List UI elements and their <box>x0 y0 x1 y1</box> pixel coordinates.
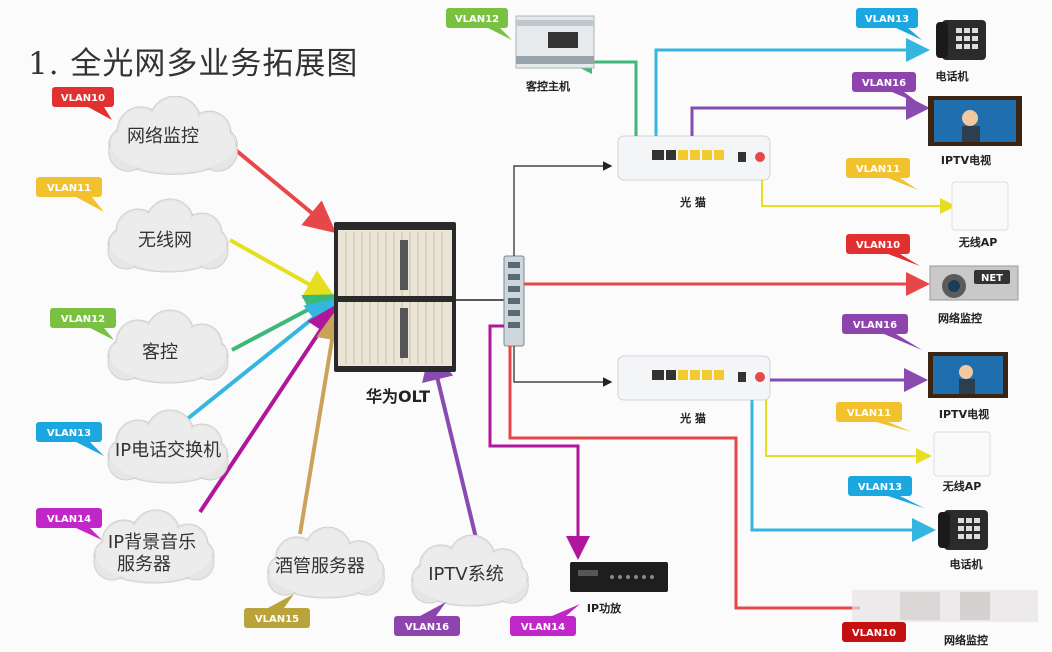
tag-label: VLAN10 <box>852 628 896 639</box>
left-arrows <box>184 145 478 539</box>
cloud-hotel-server: 酒管服务器 <box>267 526 385 599</box>
camera-badge: NET <box>981 273 1003 284</box>
tag-vlan11-ap-1: VLAN11 <box>846 158 918 190</box>
optical-modem-1-icon: 光 猫 <box>617 135 771 209</box>
phone-icon: 电话机 <box>938 510 988 571</box>
tag-label: VLAN13 <box>865 14 909 25</box>
ip-amp-icon: IP功放 <box>570 562 668 615</box>
cloud-label: 网络监控 <box>127 126 199 147</box>
tag-vlan13-phone-2: VLAN13 <box>848 476 924 508</box>
cloud-network-monitor: 网络监控 <box>108 96 238 175</box>
arrow-to-ip-amp <box>488 324 590 560</box>
cloud-label: 酒管服务器 <box>275 556 365 577</box>
control-host-icon: 客控主机 <box>515 15 595 93</box>
cloud-room-control: 客控 <box>107 309 229 384</box>
splitter-icon <box>503 255 525 347</box>
device-label: IPTV电视 <box>941 153 991 167</box>
modem-label: 光 猫 <box>679 195 706 209</box>
tag-vlan16-tv-2: VLAN16 <box>842 314 922 350</box>
device-label: 客控主机 <box>525 79 570 93</box>
optical-modem-2-icon: 光 猫 <box>617 355 771 425</box>
device-label: 无线AP <box>958 235 998 249</box>
device-label: IPTV电视 <box>939 407 989 421</box>
tv-icon: IPTV电视 <box>928 96 1022 167</box>
tag-label: VLAN11 <box>856 164 900 175</box>
arrow-to-phone-1 <box>654 38 930 136</box>
camera-icon: NET 网络监控 <box>929 265 1019 325</box>
tag-vlan10-camera-2: VLAN10 <box>842 622 906 642</box>
tag-label: VLAN13 <box>47 428 91 439</box>
arrow-to-ap-2 <box>765 400 932 464</box>
tag-vlan16-tv-1: VLAN16 <box>852 72 920 104</box>
cloud-wireless: 无线网 <box>107 198 229 273</box>
tag-ip-amp-vlan14: VLAN14 <box>510 604 580 636</box>
tag-left-vlan14: VLAN14 <box>36 508 102 540</box>
tag-label: VLAN14 <box>521 622 565 633</box>
page-title: 1. 全光网多业务拓展图 <box>28 46 359 82</box>
cloud-label-line2: 服务器 <box>117 554 171 575</box>
cloud-label: IPTV系统 <box>428 564 503 585</box>
arrow-vlan11 <box>229 238 337 300</box>
tag-bottom-vlan16: VLAN16 <box>394 602 460 636</box>
tag-label: VLAN16 <box>405 622 449 633</box>
phone-icon: 电话机 <box>936 20 986 83</box>
tag-bottom-vlan15: VLAN15 <box>244 594 310 628</box>
tag-vlan12-host: VLAN12 <box>446 8 512 40</box>
arrow-to-phone-2 <box>750 400 936 542</box>
device-label: 网络监控 <box>938 311 982 325</box>
arrow-to-control-host <box>568 50 638 136</box>
cloud-label: IP电话交换机 <box>115 440 221 461</box>
tag-vlan11-ap-2: VLAN11 <box>836 402 912 432</box>
tv-icon: IPTV电视 <box>928 352 1008 421</box>
cloud-bgm-server: IP背景音乐 服务器 <box>93 509 215 584</box>
tag-vlan10-camera-1: VLAN10 <box>846 234 920 266</box>
tag-label: VLAN16 <box>853 320 897 331</box>
device-label: 电话机 <box>950 557 983 571</box>
modem-label: 光 猫 <box>679 411 706 425</box>
tag-label: VLAN15 <box>255 614 299 625</box>
tag-label: VLAN10 <box>61 93 105 104</box>
device-label: IP功放 <box>587 601 622 615</box>
tag-label: VLAN12 <box>61 314 105 325</box>
link-to-modem-2 <box>513 346 613 387</box>
arrow-vlan10 <box>230 145 337 234</box>
tag-vlan13-phone-1: VLAN13 <box>856 8 922 40</box>
tag-label: VLAN16 <box>862 78 906 89</box>
wireless-ap-icon: 无线AP <box>933 431 991 493</box>
tag-left-vlan13: VLAN13 <box>36 422 104 456</box>
arrow-to-tv-1 <box>690 96 930 136</box>
device-label: 无线AP <box>942 479 982 493</box>
olt-label: 华为OLT <box>366 387 430 406</box>
cloud-label: IP背景音乐 <box>108 532 196 553</box>
arrow-vlan14 <box>198 303 339 514</box>
arrow-vlan16 <box>422 348 478 539</box>
tag-label: VLAN11 <box>47 183 91 194</box>
device-label: 网络监控 <box>944 633 988 647</box>
tag-label: VLAN10 <box>856 240 900 251</box>
tag-label: VLAN14 <box>47 514 91 525</box>
device-label: 电话机 <box>936 69 969 83</box>
cloud-label: 无线网 <box>138 230 192 251</box>
cloud-ip-pbx: IP电话交换机 <box>107 409 229 484</box>
olt-chassis-icon: 华为OLT <box>334 222 456 406</box>
arrow-to-camera-2 <box>508 346 860 610</box>
tag-left-vlan10: VLAN10 <box>52 87 114 120</box>
camera-icon: 网络监控 <box>852 590 1038 647</box>
wireless-ap-icon: 无线AP <box>951 181 1009 249</box>
tag-left-vlan11: VLAN11 <box>36 177 104 212</box>
tag-label: VLAN13 <box>858 482 902 493</box>
cloud-label: 客控 <box>142 342 178 363</box>
arrow-to-ap-1 <box>761 180 956 214</box>
tag-label: VLAN12 <box>455 14 499 25</box>
tag-label: VLAN11 <box>847 408 891 419</box>
link-to-modem-1 <box>513 161 613 256</box>
tag-left-vlan12: VLAN12 <box>50 308 116 340</box>
cloud-iptv-system: IPTV系统 <box>411 534 529 607</box>
arrow-vlan15 <box>298 308 348 535</box>
